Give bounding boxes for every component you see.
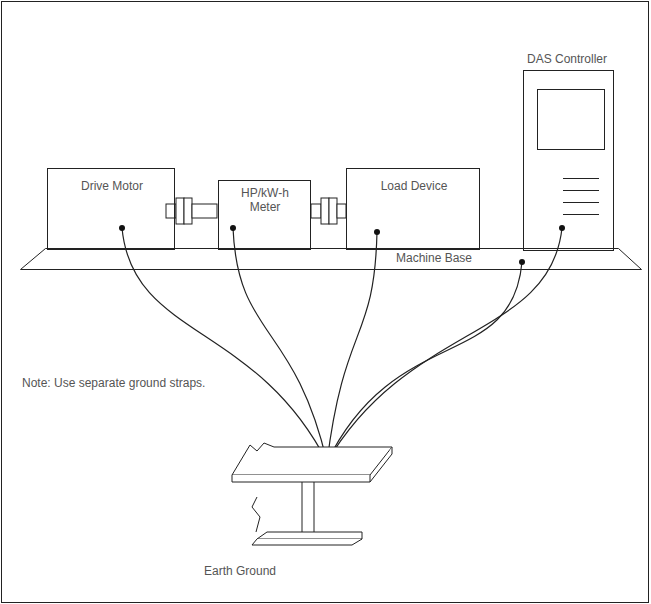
node-label: Load Device bbox=[347, 179, 481, 193]
strap-terminal bbox=[230, 225, 236, 231]
drive-slot bbox=[563, 190, 599, 191]
meter-box: HP/kW-h Meter bbox=[218, 180, 311, 250]
drive-slot bbox=[563, 178, 599, 179]
web bbox=[302, 481, 314, 532]
computer-tower bbox=[524, 71, 614, 251]
drive-slot bbox=[563, 214, 599, 215]
break-line bbox=[252, 497, 260, 532]
strap-terminal bbox=[559, 225, 565, 231]
base-plate bbox=[21, 249, 642, 270]
ground-strap bbox=[327, 232, 377, 462]
drive-slot bbox=[563, 202, 599, 203]
load-device: Load Device bbox=[346, 168, 480, 250]
node-label: Machine Base bbox=[384, 251, 484, 265]
strap-terminal bbox=[119, 225, 125, 231]
strap-terminal bbox=[374, 229, 380, 235]
node-outline bbox=[20, 248, 642, 270]
note-text: Note: Use separate ground straps. bbox=[22, 376, 205, 390]
earth-ground: Earth Ground bbox=[212, 437, 412, 582]
drive-motor: Drive Motor bbox=[47, 168, 175, 250]
node-outline bbox=[212, 437, 412, 582]
node-label: HP/kW-h Meter bbox=[235, 186, 295, 214]
strap-terminal bbox=[519, 259, 525, 265]
machine-base: Machine Base bbox=[20, 248, 642, 270]
node-label: DAS Controller bbox=[515, 52, 619, 66]
ground-strap bbox=[233, 228, 327, 462]
bottom-flange bbox=[257, 532, 362, 539]
node-label: Earth Ground bbox=[204, 564, 294, 578]
shaft-coupling bbox=[311, 198, 346, 224]
bottom-flange-edge bbox=[252, 539, 362, 545]
node-label: Drive Motor bbox=[48, 179, 176, 193]
i-beam bbox=[232, 443, 392, 545]
das-controller: DAS Controller bbox=[515, 52, 619, 250]
shaft-coupling bbox=[166, 198, 217, 224]
monitor-screen bbox=[538, 90, 605, 150]
top-flange bbox=[232, 443, 392, 475]
ground-strap bbox=[327, 228, 562, 462]
node-outline bbox=[515, 52, 619, 250]
ground-strap bbox=[122, 228, 327, 462]
top-flange-edge bbox=[232, 447, 392, 482]
